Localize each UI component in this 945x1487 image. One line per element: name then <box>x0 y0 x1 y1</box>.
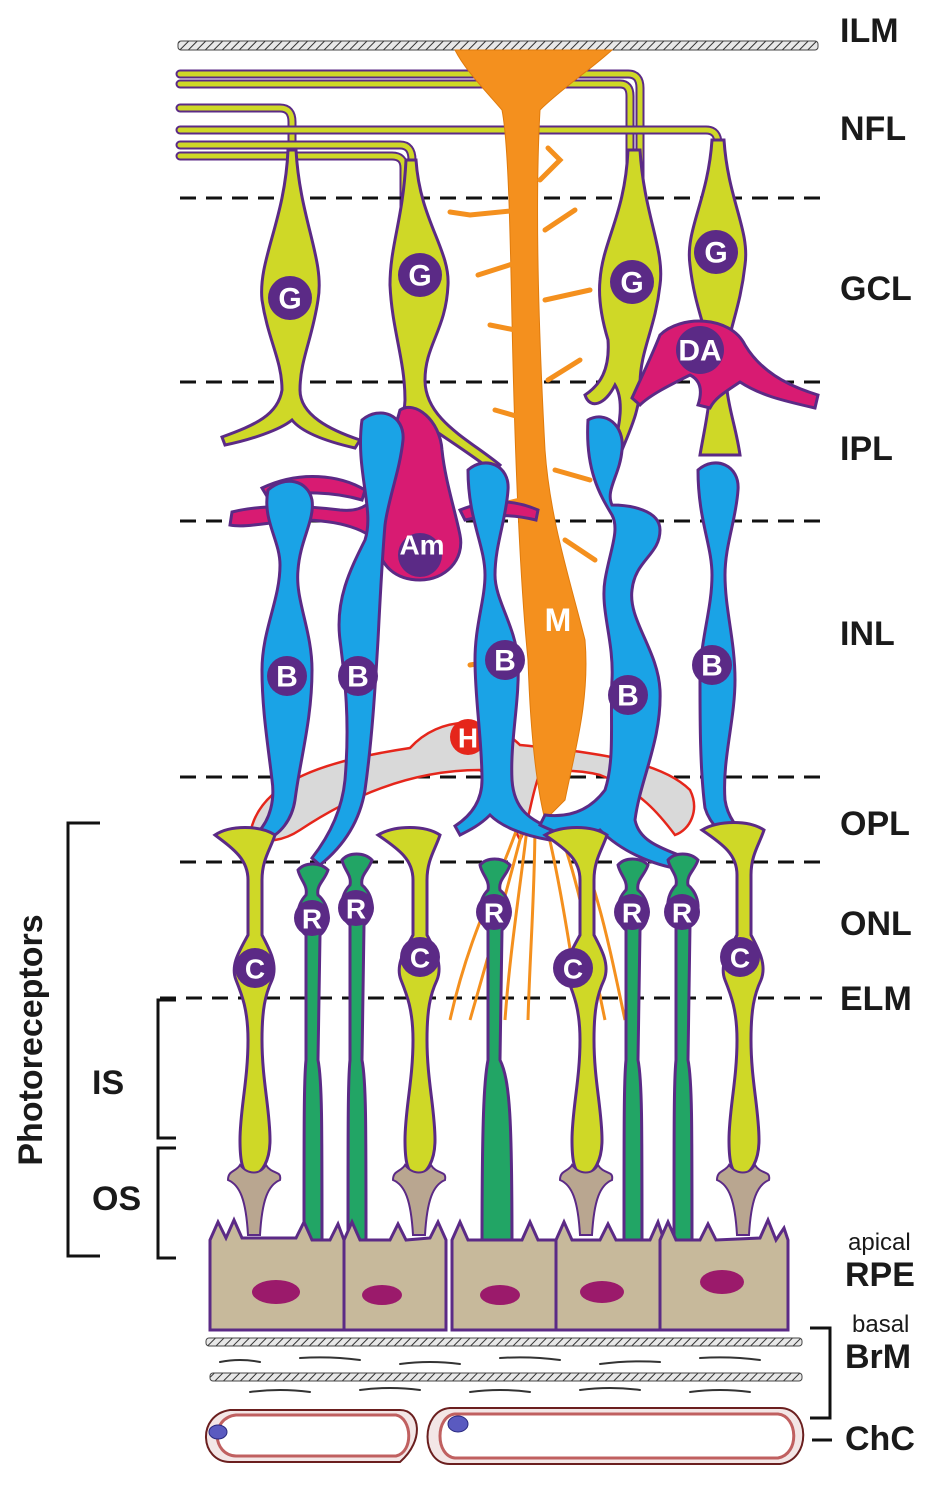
muller-cell: M <box>447 49 627 1021</box>
rpe-cell-4 <box>554 1217 666 1332</box>
label-nfl: NFL <box>840 110 906 148</box>
rod-3: R <box>476 857 514 1250</box>
cone-photoreceptors: C C C C <box>212 821 771 1236</box>
label-elm: ELM <box>840 980 912 1018</box>
label-basal: basal <box>852 1311 909 1338</box>
bipolar-label-1: B <box>276 661 298 694</box>
cone-label-1: C <box>245 954 265 985</box>
rod-label-1: R <box>302 904 322 935</box>
horizontal-cell: H <box>248 719 696 843</box>
rod-label-4: R <box>622 898 642 929</box>
displaced-amacrine-label: DA <box>678 335 721 368</box>
label-brm: BrM <box>845 1338 911 1376</box>
ganglion-label-2: G <box>408 260 431 293</box>
horizontal-label: H <box>458 723 478 754</box>
rod-label-2: R <box>346 894 366 925</box>
cone-3: C <box>542 826 614 1236</box>
bipolar-cell-3: B <box>453 461 558 842</box>
bipolar-cell-4: B <box>537 415 693 872</box>
rod-1: R <box>294 862 330 1250</box>
bipolar-cells: B B B B B <box>255 411 751 872</box>
label-ilm: ILM <box>840 12 899 50</box>
cone-label-3: C <box>563 954 583 985</box>
layer-labels: ILM NFL GCL IPL INL OPL ONL ELM apical R… <box>840 12 915 1458</box>
cone-4: C <box>699 821 771 1236</box>
cone-2: C <box>375 826 447 1236</box>
bipolar-label-2: B <box>347 661 369 694</box>
ilm-membrane <box>177 40 819 51</box>
rod-4: R <box>614 857 650 1250</box>
bipolar-label-3: B <box>494 645 516 678</box>
cone-label-2: C <box>410 943 430 974</box>
muller-label: M <box>545 602 572 638</box>
label-opl: OPL <box>840 805 910 843</box>
displaced-amacrine-cell: DA <box>630 319 820 410</box>
rod-photoreceptors: R R R R R <box>294 852 700 1250</box>
label-chc: ChC <box>845 1420 915 1458</box>
rod-label-3: R <box>484 898 504 929</box>
ganglion-label-1: G <box>278 283 301 316</box>
label-is: IS <box>92 1064 124 1102</box>
nerve-fiber-axons <box>175 69 723 280</box>
rpe-cell-2 <box>342 1218 448 1332</box>
bipolar-cell-2: B <box>309 411 405 867</box>
label-rpe: RPE <box>845 1256 915 1294</box>
ganglion-label-4: G <box>704 237 727 270</box>
label-gcl: GCL <box>840 270 912 308</box>
label-os: OS <box>92 1180 141 1218</box>
bipolar-label-4: B <box>617 680 639 713</box>
rpe-cell-3 <box>450 1218 558 1332</box>
rod-2: R <box>338 852 374 1250</box>
label-inl: INL <box>840 615 895 653</box>
right-brackets <box>810 1326 832 1442</box>
amacrine-label: Am <box>399 530 444 561</box>
label-onl: ONL <box>840 905 912 943</box>
ganglion-cells: G G G G <box>220 138 748 475</box>
rpe-layer <box>208 1216 790 1332</box>
ganglion-cell-4: G <box>687 138 748 457</box>
rod-label-5: R <box>672 898 692 929</box>
left-brackets <box>66 821 176 1260</box>
cone-1: C <box>212 826 282 1236</box>
ganglion-label-3: G <box>620 267 643 300</box>
bipolar-label-5: B <box>701 650 723 683</box>
label-photoreceptors: Photoreceptors <box>12 914 50 1165</box>
ganglion-cell-1: G <box>220 148 363 450</box>
ganglion-cell-3: G <box>583 148 663 453</box>
label-ipl: IPL <box>840 430 893 468</box>
label-apical: apical <box>848 1229 911 1256</box>
rpe-cell-1 <box>208 1216 346 1332</box>
bipolar-cell-1: B <box>255 479 314 842</box>
bruchs-membrane <box>205 1337 803 1393</box>
rod-5: R <box>664 852 700 1250</box>
cone-label-4: C <box>730 943 750 974</box>
choriocapillaris <box>205 1407 805 1465</box>
